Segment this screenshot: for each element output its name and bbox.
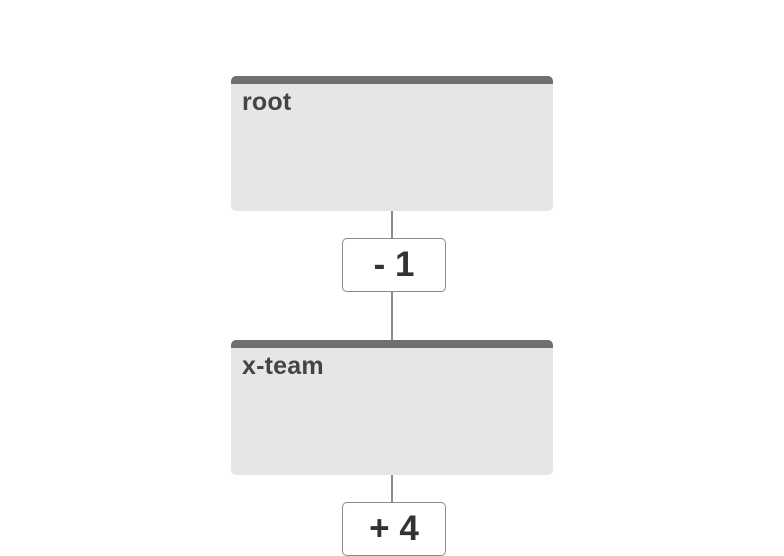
connector-line	[391, 211, 393, 239]
connector-line	[391, 292, 393, 341]
tree-node-root[interactable]: root	[231, 76, 553, 211]
collapse-toggle-button[interactable]: - 1	[342, 238, 446, 292]
tree-node-x-team[interactable]: x-team	[231, 340, 553, 475]
connector-line	[391, 475, 393, 503]
node-label: x-team	[242, 352, 324, 380]
expand-toggle-button[interactable]: + 4	[342, 502, 446, 556]
node-label: root	[242, 88, 292, 116]
